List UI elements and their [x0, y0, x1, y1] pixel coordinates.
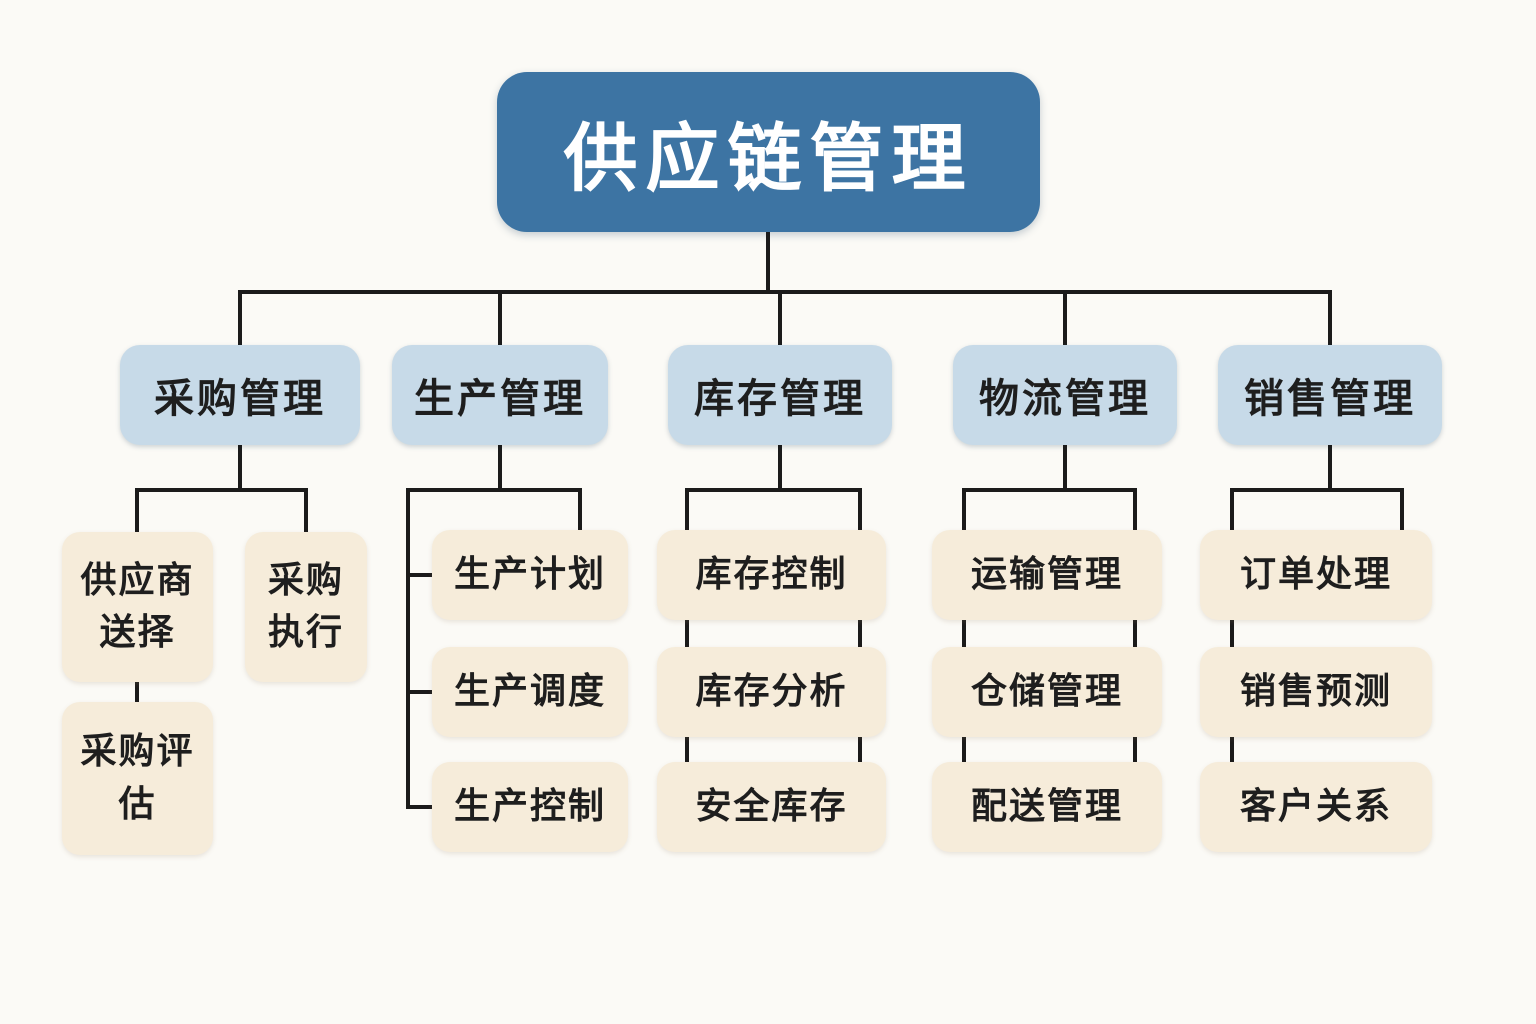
node-inventory-analysis: 库存分析 — [657, 647, 886, 737]
connector-c4-rail-right-1 — [1133, 620, 1137, 647]
node-logistics-management: 物流管理 — [953, 345, 1177, 445]
l3-label: 采购执行 — [267, 559, 344, 653]
node-order-processing: 订单处理 — [1200, 530, 1432, 620]
l3-label: 客户关系 — [1239, 785, 1392, 827]
node-customer-relations: 客户关系 — [1200, 762, 1432, 852]
l3-label: 库存分析 — [695, 670, 848, 712]
connector-c3-drop — [778, 445, 782, 488]
node-production-management: 生产管理 — [392, 345, 608, 445]
connector-drop-procurement — [238, 290, 242, 346]
connector-c5-rail-left-1 — [1230, 620, 1234, 647]
connector-c2-drop — [498, 445, 502, 488]
connector-c3-left-drop — [685, 488, 689, 530]
connector-drop-inventory — [778, 290, 782, 346]
l3-label: 安全库存 — [695, 785, 848, 827]
connector-c5-drop — [1328, 445, 1332, 488]
node-safety-stock: 安全库存 — [657, 762, 886, 852]
connector-c4-left-drop — [962, 488, 966, 530]
node-production-planning: 生产计划 — [432, 530, 628, 620]
node-inventory-control: 库存控制 — [657, 530, 886, 620]
l2-label: 库存管理 — [694, 376, 866, 422]
l3-label: 生产调度 — [453, 670, 606, 712]
connector-c1-right-drop — [304, 488, 308, 532]
node-supply-chain-management: 供应链管理 — [497, 72, 1040, 232]
node-sales-management: 销售管理 — [1218, 345, 1442, 445]
node-warehouse-management: 仓储管理 — [932, 647, 1162, 737]
l3-label: 库存控制 — [695, 553, 848, 595]
connector-c1-drop — [238, 445, 242, 488]
l3-label: 销售预测 — [1239, 670, 1392, 712]
connector-c2-stub-1 — [406, 573, 432, 577]
l2-label: 采购管理 — [154, 376, 326, 422]
l3-label: 仓储管理 — [970, 670, 1123, 712]
connector-c3-rail-right-1 — [858, 620, 862, 647]
connector-root-drop — [766, 232, 770, 292]
connector-c5-left-drop — [1230, 488, 1234, 530]
connector-c5-right-drop — [1400, 488, 1404, 530]
connector-c2-right-drop — [578, 488, 582, 530]
root-label: 供应链管理 — [563, 115, 974, 202]
node-procurement-management: 采购管理 — [120, 345, 360, 445]
node-production-control: 生产控制 — [432, 762, 628, 852]
connector-c2-horizontal — [406, 488, 582, 492]
connector-c4-rail-left-2 — [962, 737, 966, 762]
connector-drop-logistics — [1063, 290, 1067, 346]
connector-c1-sub-drop — [135, 682, 139, 702]
connector-c3-rail-left-1 — [685, 620, 689, 647]
l2-label: 生产管理 — [414, 376, 586, 422]
l2-label: 销售管理 — [1244, 376, 1416, 422]
node-procurement-execution: 采购执行 — [245, 532, 367, 682]
connector-c5-rail-left-2 — [1230, 737, 1234, 762]
connector-c4-rail-left-1 — [962, 620, 966, 647]
l2-label: 物流管理 — [979, 376, 1151, 422]
l3-label: 采购评估 — [80, 731, 195, 825]
node-transportation-management: 运输管理 — [932, 530, 1162, 620]
connector-main-horizontal — [238, 290, 1332, 294]
connector-c3-rail-right-2 — [858, 737, 862, 762]
connector-c2-left-rail — [406, 488, 410, 809]
node-distribution-management: 配送管理 — [932, 762, 1162, 852]
node-production-scheduling: 生产调度 — [432, 647, 628, 737]
l3-label: 订单处理 — [1239, 553, 1392, 595]
connector-drop-production — [498, 290, 502, 346]
connector-c2-stub-3 — [406, 805, 432, 809]
connector-c2-stub-2 — [406, 690, 432, 694]
connector-c5-horizontal — [1230, 488, 1404, 492]
node-inventory-management: 库存管理 — [668, 345, 892, 445]
l3-label: 运输管理 — [970, 553, 1123, 595]
connector-c3-horizontal — [685, 488, 862, 492]
connector-c4-drop — [1063, 445, 1067, 488]
connector-c4-rail-right-2 — [1133, 737, 1137, 762]
connector-c4-right-drop — [1133, 488, 1137, 530]
node-procurement-evaluation: 采购评估 — [62, 702, 213, 855]
connector-drop-sales — [1328, 290, 1332, 346]
node-supplier-selection: 供应商送择 — [62, 532, 213, 682]
l3-label: 生产计划 — [453, 553, 606, 595]
connector-c4-horizontal — [962, 488, 1137, 492]
connector-c3-rail-left-2 — [685, 737, 689, 762]
l3-label: 配送管理 — [970, 785, 1123, 827]
connector-c1-left-drop — [135, 488, 139, 532]
connector-c3-right-drop — [858, 488, 862, 530]
l3-label: 生产控制 — [453, 785, 606, 827]
node-sales-forecast: 销售预测 — [1200, 647, 1432, 737]
l3-label: 供应商送择 — [80, 559, 195, 653]
connector-c1-horizontal — [135, 488, 308, 492]
